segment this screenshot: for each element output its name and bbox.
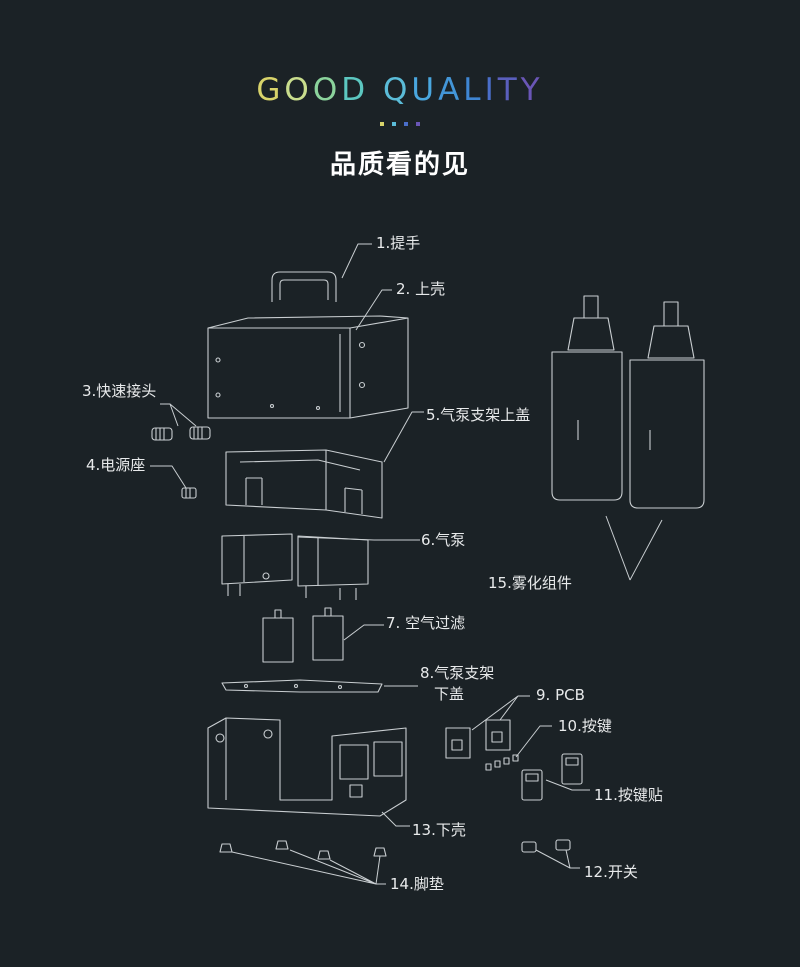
label-handle: 1.提手	[376, 234, 421, 252]
color-dots	[0, 122, 800, 126]
label-power-socket: 4.电源座	[86, 456, 146, 474]
leader-lines	[150, 243, 663, 885]
label-air-filter: 7. 空气过滤	[386, 614, 466, 632]
power-socket-part	[181, 487, 197, 499]
air-pump-part	[221, 533, 369, 600]
heading-letter: O	[284, 72, 313, 108]
label-button: 10.按键	[558, 717, 612, 735]
label-pump-bracket-bottom-line2: 下盖	[434, 685, 465, 703]
heading-letter: D	[341, 72, 370, 108]
button-sticker-part	[521, 753, 583, 801]
bottom-shell-part	[207, 717, 407, 817]
atomizer-part	[551, 295, 705, 509]
heading-letter: A	[438, 72, 464, 108]
label-pump-bracket-top: 5.气泵支架上盖	[426, 406, 531, 424]
label-pcb: 9. PCB	[536, 686, 585, 704]
label-quick-connector: 3.快速接头	[82, 382, 157, 400]
label-button-sticker: 11.按键贴	[594, 786, 663, 804]
heading-letter: Y	[520, 72, 544, 108]
pump-bracket-top-part	[225, 449, 383, 519]
heading-letter: O	[312, 72, 342, 108]
feet-part	[219, 840, 387, 860]
label-atomizer: 15.雾化组件	[488, 574, 572, 592]
label-bottom-shell: 13.下壳	[412, 821, 466, 839]
color-dot	[380, 122, 384, 126]
switch-part	[521, 839, 571, 853]
top-shell-part	[207, 315, 409, 419]
label-pump-bracket-bottom-line1: 8.气泵支架	[420, 664, 495, 682]
good-quality-heading: GOOD QUALITY	[0, 72, 800, 108]
heading-letter: Q	[382, 72, 412, 108]
heading-letter: T	[497, 72, 521, 108]
air-filter-part	[262, 607, 344, 663]
color-dot	[416, 122, 420, 126]
label-top-shell: 2. 上壳	[396, 280, 446, 298]
color-dot	[392, 122, 396, 126]
quick-connector-part	[151, 426, 211, 441]
color-dot	[404, 122, 408, 126]
button-part	[485, 754, 519, 771]
pump-bracket-bottom-part	[221, 679, 383, 693]
heading-letter: L	[463, 72, 485, 108]
label-feet: 14.脚垫	[390, 875, 444, 893]
heading-letter: I	[484, 72, 498, 108]
label-switch: 12.开关	[584, 863, 638, 881]
heading-letter: U	[411, 72, 439, 108]
heading-letter: G	[256, 72, 285, 108]
subtitle: 品质看的见	[329, 150, 470, 180]
pcb-part	[445, 719, 511, 759]
handle-part	[271, 271, 337, 302]
label-air-pump: 6.气泵	[421, 531, 466, 549]
